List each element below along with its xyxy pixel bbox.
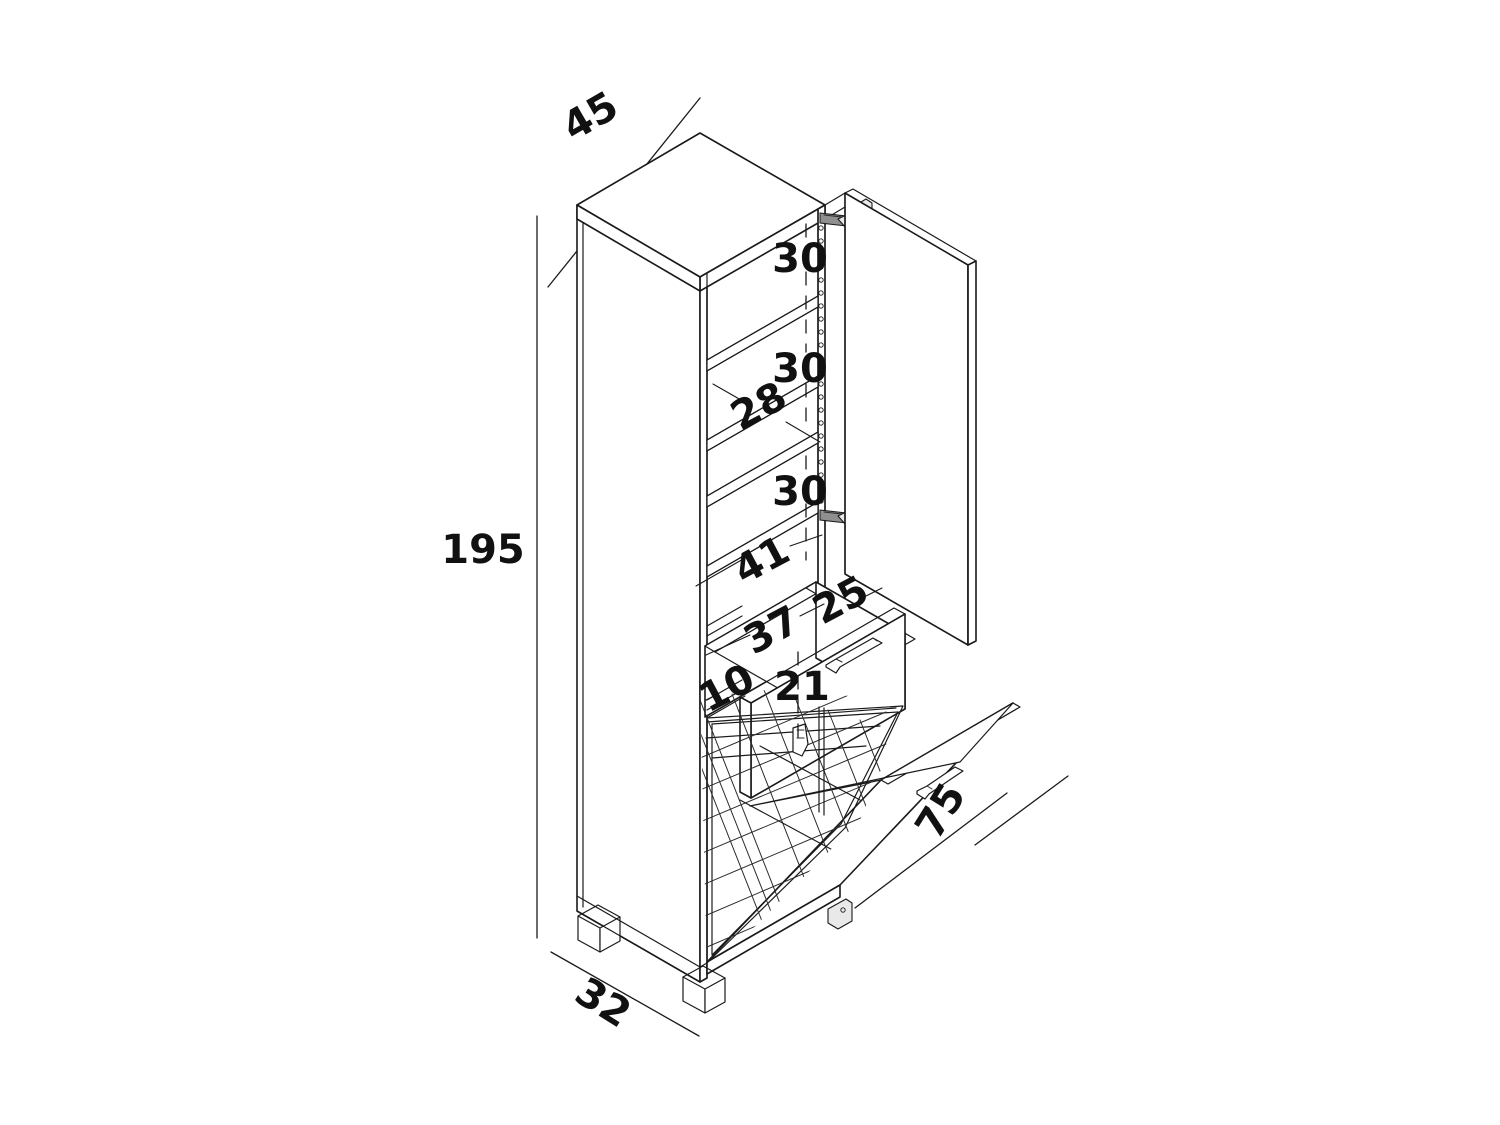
dim-label-21: 21 xyxy=(774,664,830,710)
foot-front-left xyxy=(577,904,621,953)
dim-label-41: 41 xyxy=(727,527,798,594)
drawer-handle-bar[interactable] xyxy=(825,637,883,674)
dim-label-30-lower: 30 xyxy=(772,469,828,515)
shelf-pin-hole-rows xyxy=(818,225,824,504)
dim-label-195: 195 xyxy=(441,527,525,573)
flap-panel-bottom-edge xyxy=(706,884,841,975)
flap-handle-bar[interactable] xyxy=(916,766,964,800)
dim-label-30-top: 30 xyxy=(772,236,828,282)
shelf-upper xyxy=(706,295,819,372)
shelf-lower xyxy=(706,431,819,508)
dim-label-45: 45 xyxy=(555,83,626,151)
flap-hinge xyxy=(827,898,853,930)
shelf-middle xyxy=(706,375,819,452)
dim-label-32: 32 xyxy=(567,969,639,1038)
cabinet-body xyxy=(576,132,846,983)
front-upright-edge xyxy=(699,272,708,983)
flap-inner-face xyxy=(749,702,1014,807)
hinged-door-panel[interactable] xyxy=(844,188,977,646)
dimension-depth-32 xyxy=(550,951,700,1037)
foot-front-right xyxy=(682,965,726,1014)
leader-lines xyxy=(695,383,883,743)
shoe-rack-flap[interactable] xyxy=(700,686,1021,982)
drawer-opening-edges xyxy=(706,512,819,719)
dim-label-30-middle: 30 xyxy=(772,346,828,392)
base-plinth xyxy=(576,895,708,983)
left-side-panel xyxy=(576,204,701,983)
dimension-width-75 xyxy=(854,775,1069,909)
drawer-front-edge xyxy=(739,696,752,799)
